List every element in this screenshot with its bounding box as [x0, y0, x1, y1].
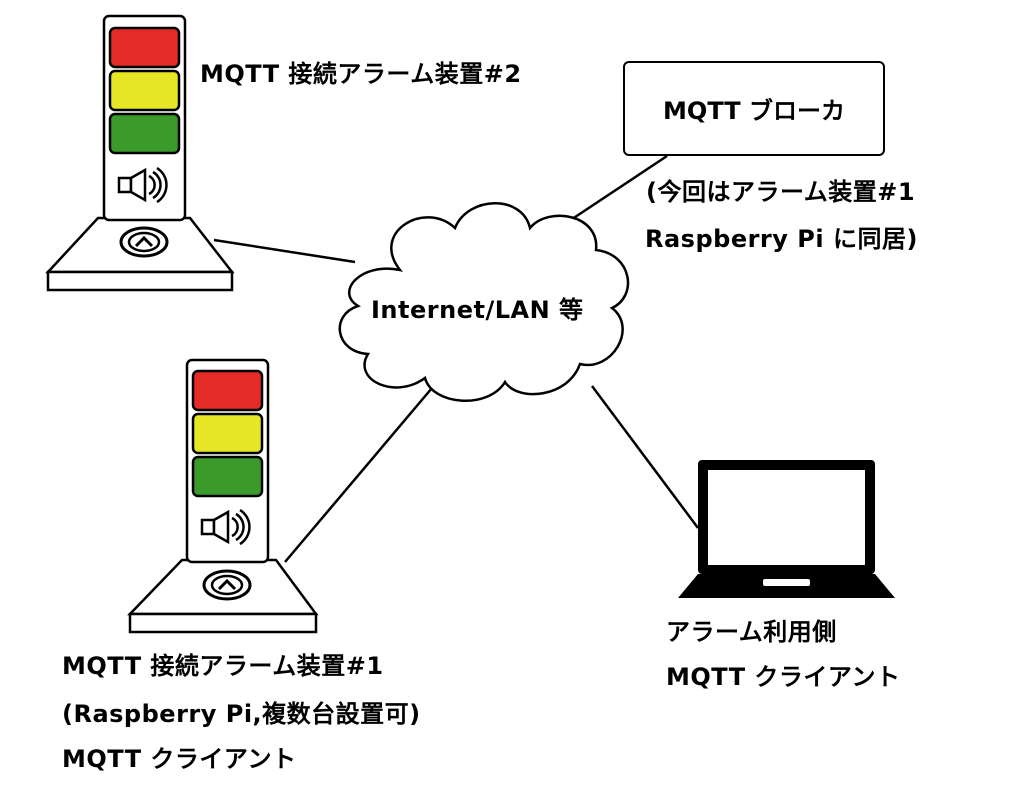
device2-yellow-light — [108, 69, 181, 112]
client-title: アラーム利用側 — [666, 618, 837, 646]
device1-role: MQTT クライアント — [62, 745, 297, 773]
device2-base-front — [46, 270, 234, 292]
link-device2-network — [213, 238, 356, 264]
device2-title: MQTT 接続アラーム装置#2 — [200, 60, 522, 88]
link-device1-network — [284, 387, 433, 563]
laptop-trackpad — [763, 579, 810, 586]
chevron-up-icon — [119, 226, 169, 258]
laptop-icon — [678, 460, 895, 598]
alarm-device-1 — [127, 358, 319, 634]
broker-title: MQTT ブローカ — [663, 97, 845, 125]
broker-box: MQTT ブローカ — [623, 61, 885, 156]
broker-note-line1: (今回はアラーム装置#1 — [646, 178, 916, 206]
client-role: MQTT クライアント — [666, 663, 901, 691]
device1-green-light — [191, 455, 264, 498]
speaker-icon — [117, 166, 168, 204]
device2-green-light — [108, 112, 181, 155]
network-cloud — [338, 202, 630, 403]
device1-title: MQTT 接続アラーム装置#1 — [62, 652, 384, 680]
chevron-up-icon — [202, 569, 252, 601]
device1-base-front — [128, 612, 318, 634]
laptop-screen — [708, 470, 865, 565]
alarm-device-2 — [45, 14, 235, 292]
device1-subtitle: (Raspberry Pi,複数台設置可) — [62, 700, 421, 728]
device1-yellow-light — [191, 412, 264, 455]
link-client-network — [590, 385, 700, 529]
speaker-icon — [200, 508, 251, 546]
device1-red-light — [191, 369, 264, 412]
device2-red-light — [108, 26, 181, 69]
network-label: Internet/LAN 等 — [371, 296, 584, 324]
broker-note-line2: Raspberry Pi に同居) — [645, 225, 918, 253]
